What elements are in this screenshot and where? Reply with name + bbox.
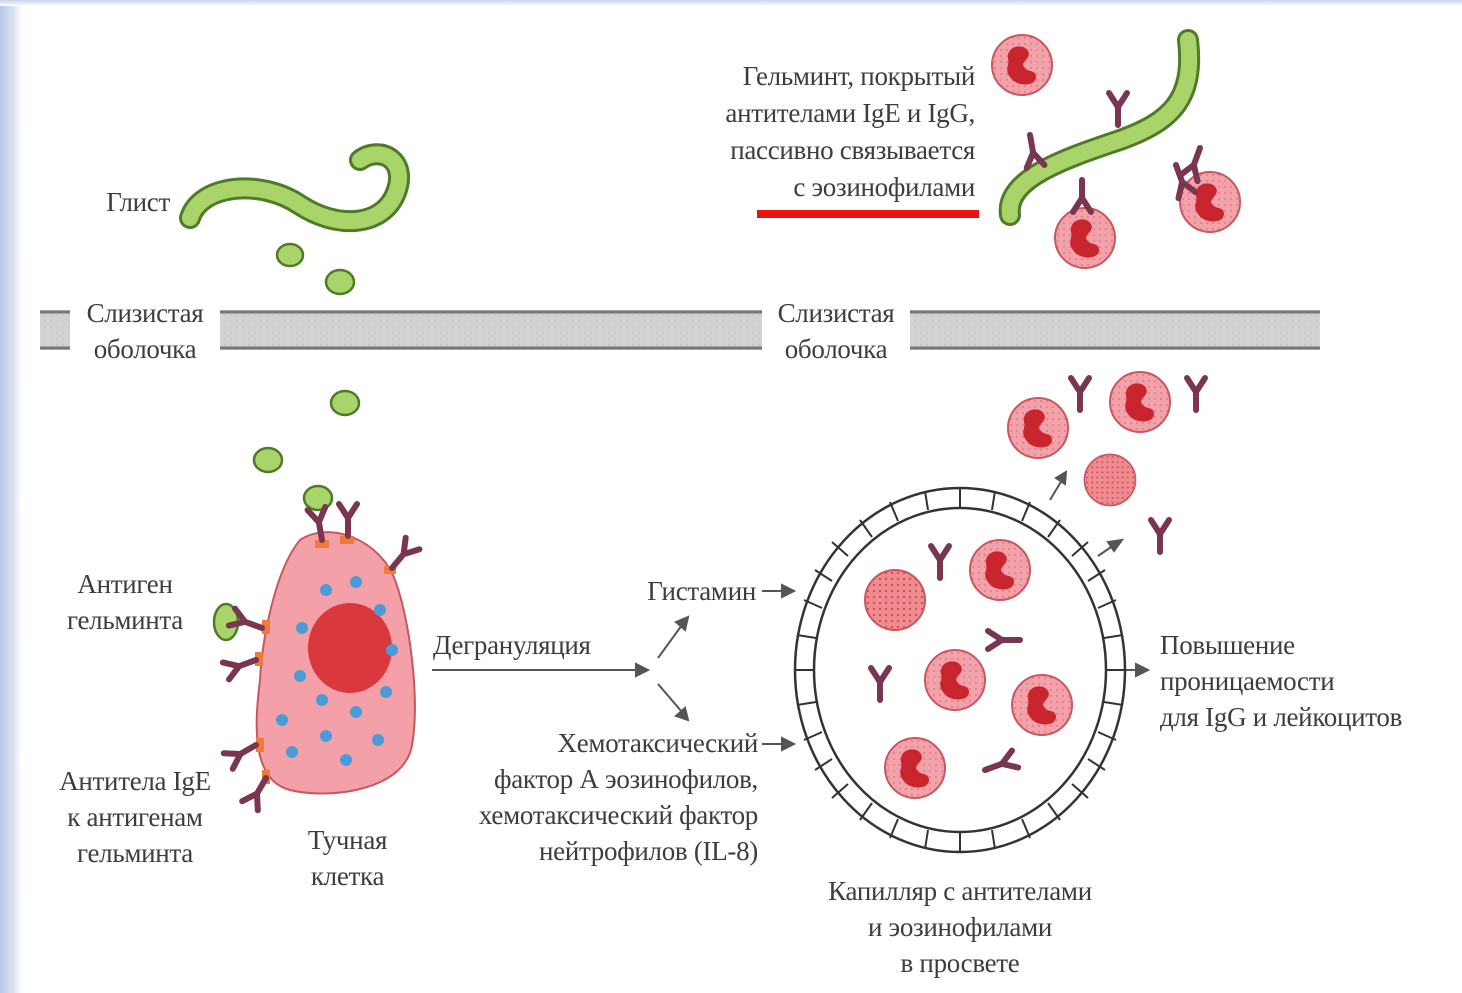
- capillary: [795, 488, 1125, 852]
- degranulation-label: Дегрануляция: [433, 627, 633, 663]
- antigen-label: Антиген гельминта: [50, 566, 200, 638]
- red-underline: [757, 210, 979, 218]
- chemotactic-label: Хемотаксический фактор А эозинофилов, хе…: [420, 725, 758, 869]
- antibodies-label: Антитела IgE к антигенам гельминта: [40, 763, 230, 871]
- worm-label: Глист: [80, 184, 170, 220]
- mast-cell-label: Тучная клетка: [290, 822, 405, 894]
- permeability-label: Повышение проницаемости для IgG и лейкоц…: [1160, 627, 1455, 735]
- mucosa-band: [40, 310, 1320, 350]
- histamine-label: Гистамин: [600, 573, 756, 609]
- mast-cell: [223, 504, 420, 810]
- mucosa-right-label: Слизистая оболочка: [762, 295, 910, 367]
- capillary-label: Капилляр с антителами и эозинофилами в п…: [790, 873, 1130, 981]
- helminth-coated-label: Гельминт, покрытый антителами IgE и IgG,…: [640, 58, 975, 206]
- mucosa-left-label: Слизистая оболочка: [70, 295, 220, 367]
